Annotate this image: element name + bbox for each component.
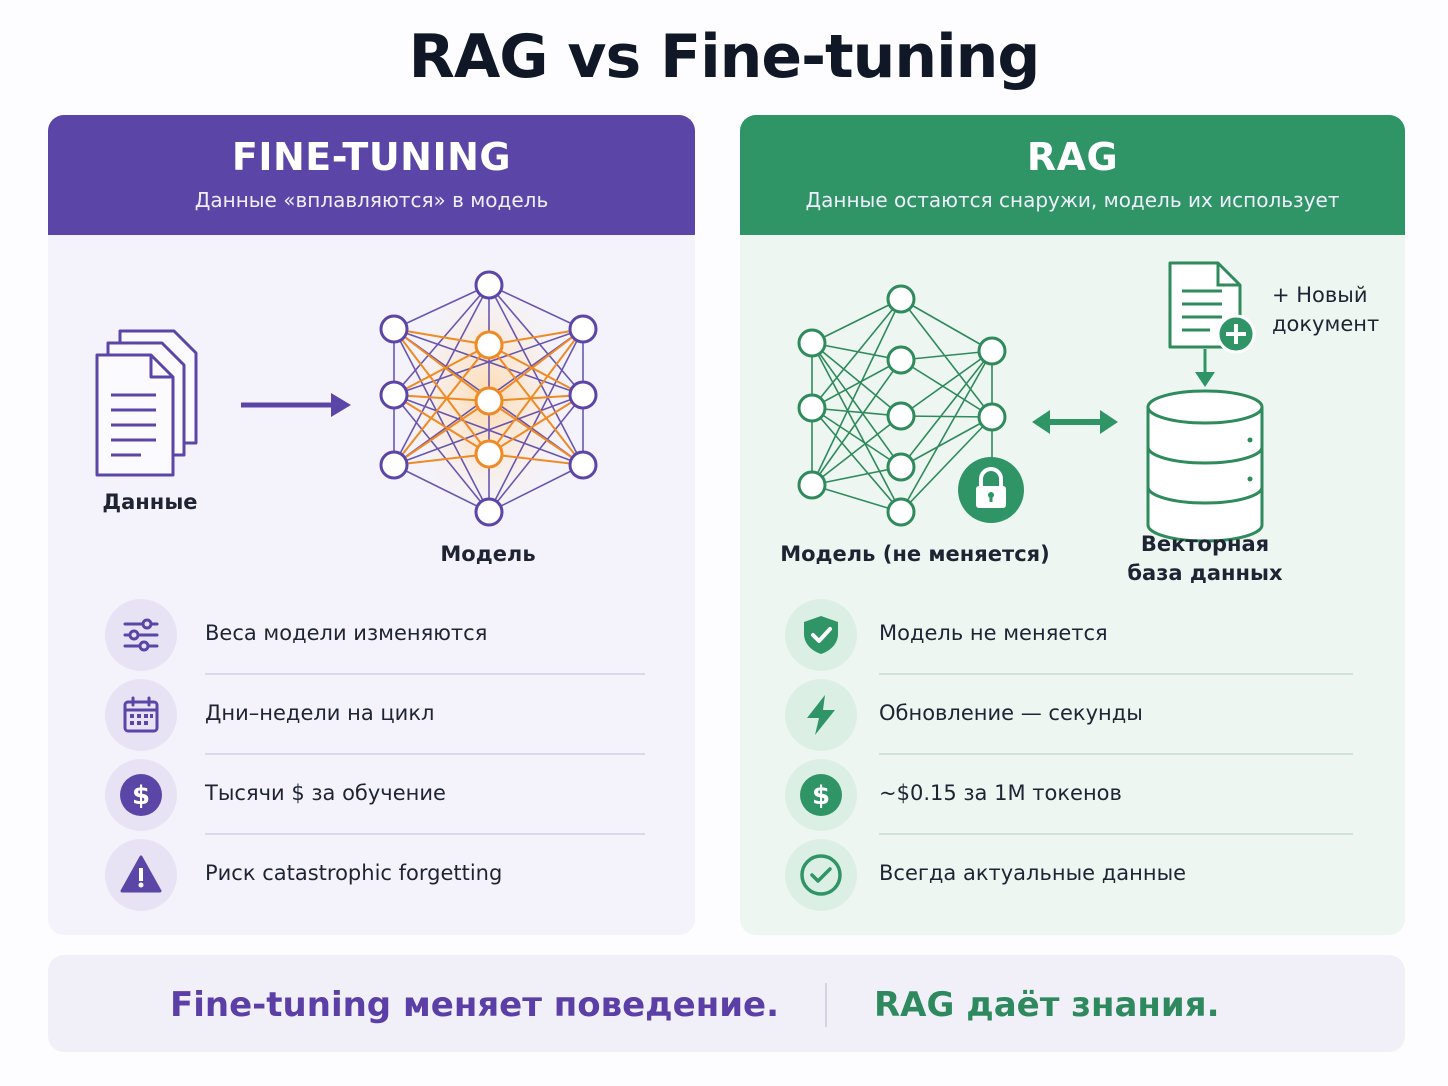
feature-text: Дни–недели на цикл — [205, 701, 435, 725]
svg-text:$: $ — [132, 781, 150, 811]
rag-panel: RAG Данные остаются снаружи, модель их и… — [740, 115, 1405, 935]
fine-tuning-header: FINE-TUNING Данные «вплавляются» в модел… — [48, 115, 695, 235]
list-item: $ ~$0.15 за 1M токенов — [740, 755, 1405, 835]
rag-diagram — [797, 261, 1264, 543]
database-icon — [1146, 389, 1264, 543]
fine-tuning-diagram — [95, 270, 598, 527]
feature-text: Риск catastrophic forgetting — [205, 861, 503, 885]
summary-footer: Fine-tuning меняет поведение. RAG даёт з… — [48, 955, 1405, 1052]
list-item: Риск catastrophic forgetting — [48, 835, 695, 915]
fine-tuning-title: FINE-TUNING — [231, 135, 512, 179]
check-circle-icon — [800, 854, 842, 896]
feature-text: Веса модели изменяются — [205, 621, 488, 645]
divider — [879, 673, 1353, 675]
dollar-icon: $ — [120, 774, 162, 816]
divider — [879, 753, 1353, 755]
dollar-icon: $ — [800, 774, 842, 816]
footer-right-text: RAG даёт знания. — [874, 985, 1220, 1025]
list-item: Модель не меняется — [740, 595, 1405, 675]
list-item: $ Тысячи $ за обучение — [48, 755, 695, 835]
lock-icon — [958, 457, 1024, 523]
data-label: Данные — [102, 490, 198, 514]
new-doc-label-1: + Новый — [1272, 283, 1368, 307]
shield-check-icon — [804, 616, 838, 654]
model-label: Модель — [440, 542, 536, 566]
feature-text: ~$0.15 за 1M токенов — [879, 781, 1122, 805]
db-label-1: Векторная — [1140, 532, 1270, 556]
svg-text:$: $ — [812, 781, 830, 811]
arrow-down-icon — [1195, 349, 1215, 387]
neural-network-icon — [797, 284, 1007, 527]
double-arrow-icon — [1032, 410, 1118, 434]
list-item: Дни–недели на цикл — [48, 675, 695, 755]
new-doc-label-2: документ — [1272, 312, 1380, 336]
list-item: Обновление — секунды — [740, 675, 1405, 755]
sliders-icon — [123, 618, 159, 652]
warning-icon — [120, 855, 162, 893]
rag-subtitle: Данные остаются снаружи, модель их испол… — [805, 188, 1340, 212]
list-item: Веса модели изменяются — [48, 595, 695, 675]
documents-icon — [95, 329, 198, 477]
frozen-model-label: Модель (не меняется) — [780, 542, 1050, 566]
rag-header: RAG Данные остаются снаружи, модель их и… — [740, 115, 1405, 235]
feature-text: Тысячи $ за обучение — [205, 781, 446, 805]
page-title: RAG vs Fine-tuning — [408, 22, 1041, 92]
neural-network-icon — [379, 270, 598, 527]
db-label-2: база данных — [1127, 561, 1283, 585]
footer-left-text: Fine-tuning меняет поведение. — [170, 985, 779, 1025]
divider — [825, 983, 827, 1027]
new-document-icon — [1168, 261, 1256, 354]
divider — [205, 833, 645, 835]
feature-text: Модель не меняется — [879, 621, 1108, 645]
feature-text: Всегда актуальные данные — [879, 861, 1187, 885]
feature-text: Обновление — секунды — [879, 701, 1143, 725]
rag-title: RAG — [1026, 135, 1119, 179]
calendar-icon — [123, 696, 159, 733]
divider — [879, 833, 1353, 835]
fine-tuning-subtitle: Данные «вплавляются» в модель — [194, 188, 549, 212]
list-item: Всегда актуальные данные — [740, 835, 1405, 915]
divider — [205, 673, 645, 675]
lightning-icon — [807, 695, 835, 735]
arrow-right-icon — [241, 393, 351, 417]
fine-tuning-panel: FINE-TUNING Данные «вплавляются» в модел… — [48, 115, 695, 935]
divider — [205, 753, 645, 755]
